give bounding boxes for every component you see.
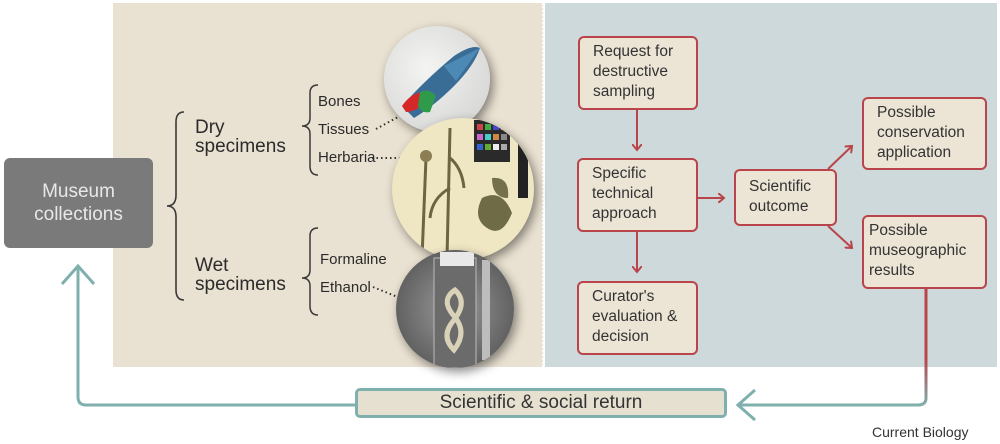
dry-brace: [301, 84, 319, 176]
hub-label-line1: Museum: [42, 181, 115, 202]
item-ethanol: Ethanol: [320, 279, 371, 296]
request-sampling-box: Request for destructive sampling: [578, 36, 698, 110]
journal-credit: Current Biology: [872, 424, 969, 440]
return-arrowhead: [735, 388, 756, 422]
wet-brace: [301, 227, 319, 316]
arrow-outcome-to-museographic: [827, 225, 852, 248]
main-brace: [166, 111, 185, 301]
dry-specimens-label: Dry specimens: [195, 118, 286, 156]
technical-approach-box: Specific technical approach: [577, 158, 698, 232]
ethanol-jar-photo: [396, 250, 514, 368]
jar-illustration: [433, 252, 490, 368]
item-formaline: Formaline: [320, 251, 387, 268]
wet-line1: Wet: [195, 255, 229, 276]
outcome-line1: Scientific: [749, 178, 812, 195]
museographic-line3: results: [869, 262, 915, 279]
hub-label-line2: collections: [34, 204, 123, 225]
wet-line2: specimens: [195, 274, 286, 295]
dry-line1: Dry: [195, 117, 225, 138]
dry-line2: specimens: [195, 136, 286, 157]
request-line2: destructive: [593, 63, 668, 80]
outcome-line2: outcome: [749, 198, 809, 215]
curator-line2: evaluation &: [592, 308, 678, 325]
approach-line2: technical: [592, 185, 654, 202]
museographic-results-box: Possible museographic results: [862, 215, 987, 289]
scientific-outcome-box: Scientific outcome: [734, 169, 837, 226]
request-line3: sampling: [593, 83, 656, 100]
item-herbaria: Herbaria: [318, 149, 376, 166]
museographic-return-line: [740, 289, 928, 407]
return-label: Scientific & social return: [439, 392, 643, 413]
approach-line1: Specific: [592, 165, 647, 182]
curator-decision-box: Curator's evaluation & decision: [577, 281, 698, 355]
item-bones: Bones: [318, 93, 361, 110]
museum-arrowhead: [60, 263, 96, 285]
return-to-museum-line: [76, 268, 355, 407]
request-line1: Request for: [593, 43, 674, 60]
item-tissues: Tissues: [318, 121, 370, 138]
conservation-line3: application: [877, 144, 952, 161]
wet-specimens-label: Wet specimens: [195, 256, 286, 294]
approach-line3: approach: [592, 205, 657, 222]
conservation-line1: Possible: [877, 104, 936, 121]
herbarium-sheet-photo: [392, 118, 534, 260]
herbarium-illustration: [420, 120, 528, 259]
museum-collections-box: Museum collections: [4, 158, 153, 248]
conservation-line2: conservation: [877, 124, 965, 141]
bird-wing-photo: [384, 26, 490, 132]
conservation-application-box: Possible conservation application: [862, 97, 987, 170]
arrow-outcome-to-conservation: [827, 146, 852, 170]
scientific-social-return-box: Scientific & social return: [355, 388, 727, 418]
panel-divider: [542, 3, 544, 367]
museographic-line2: museographic: [869, 242, 967, 259]
wing-illustration: [402, 47, 480, 118]
museographic-line1: Possible: [869, 222, 928, 239]
curator-line3: decision: [592, 328, 649, 345]
curator-line1: Curator's: [592, 288, 655, 305]
